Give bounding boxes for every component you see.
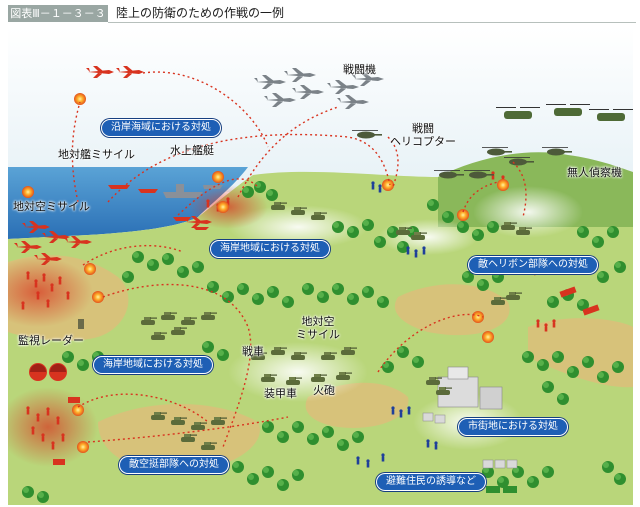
label-sam-center: 地対空 ミサイル: [288, 315, 348, 341]
pill-coastal-land-top: 海岸地域における対処: [210, 240, 330, 258]
pill-coastal-land-left: 海岸地域における対処: [93, 356, 213, 374]
haze-heliborne: [473, 186, 583, 238]
label-apc: 装甲車: [264, 387, 297, 400]
radar-sites: [29, 319, 84, 381]
label-surface-ship: 水上艦艇: [170, 144, 214, 157]
figure-header: 図表Ⅲ－１－３－３ 陸上の防衛のための作戦の一例: [0, 0, 640, 26]
label-artillery: 火砲: [313, 384, 335, 397]
label-fighter: 戦闘機: [343, 63, 376, 76]
friendly-ships: [163, 184, 223, 198]
scene: 沿岸海域における対処 海岸地域における対処 敵ヘリボン部隊への対処 海岸地域にお…: [8, 27, 633, 505]
pill-evacuation: 避難住民の誘導など: [376, 473, 486, 491]
label-sam-center-line1: 地対空: [301, 315, 335, 328]
header-rule: [108, 22, 636, 23]
label-sam-left: 地対空ミサイル: [13, 200, 90, 213]
pill-urban: 市街地における対処: [458, 418, 568, 436]
label-ship-missile: 地対艦ミサイル: [58, 148, 135, 161]
figure-number-badge: 図表Ⅲ－１－３－３: [8, 5, 108, 22]
label-sam-center-line2: ミサイル: [296, 328, 340, 341]
label-attack-helicopter-line1: 戦闘: [412, 122, 434, 135]
label-attack-helicopter-line2: ヘリコプター: [390, 135, 456, 148]
pill-coastal-sea: 沿岸海域における対処: [101, 119, 221, 137]
figure-title: 陸上の防衛のための作戦の一例: [116, 6, 285, 20]
engagement-arcs: [71, 71, 527, 448]
label-tank: 戦車: [242, 345, 264, 358]
pill-airborne: 敵空挺部隊への対処: [119, 456, 229, 474]
label-attack-helicopter: 戦闘 ヘリコプター: [383, 122, 463, 148]
urban-area: [422, 366, 518, 469]
hill-right: [528, 318, 633, 388]
label-radar: 監視レーダー: [18, 334, 84, 347]
pill-heliborne: 敵ヘリボン部隊への対処: [468, 256, 598, 274]
hill-center-right: [394, 284, 510, 336]
label-uav: 無人偵察機: [567, 166, 622, 179]
evacuation-vehicles: [486, 486, 517, 493]
